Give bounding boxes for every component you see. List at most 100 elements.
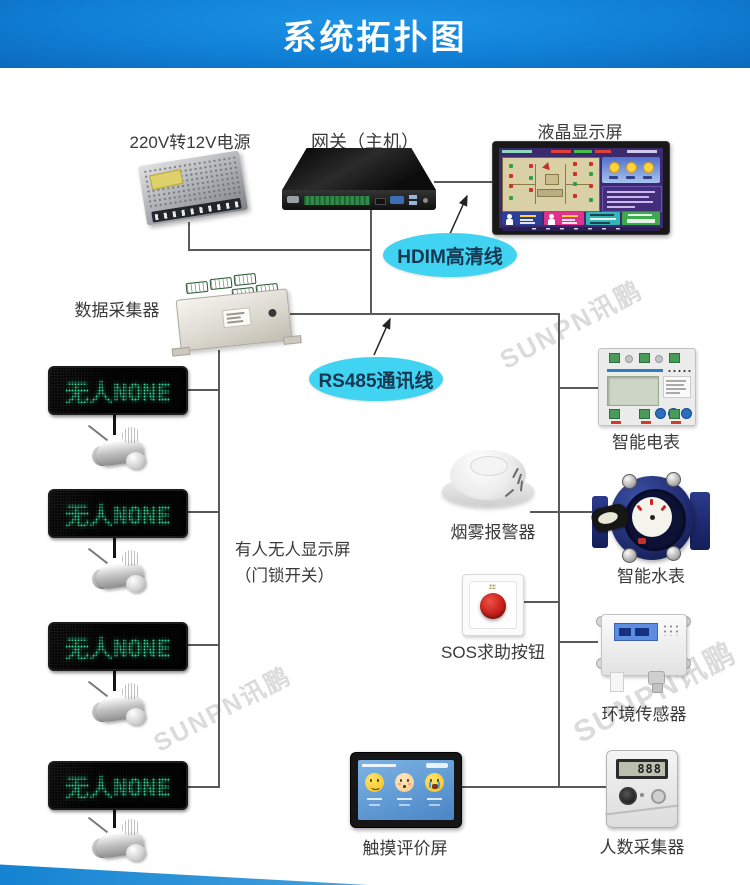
touch-screen-label: 触摸评价屏	[362, 839, 448, 858]
dashboard-stat	[551, 150, 571, 153]
water-meter-image	[589, 472, 710, 563]
smoke-alarm-label: 烟雾报警器	[450, 523, 536, 542]
hdmi-cable-badge: HDIM高清线	[383, 233, 517, 277]
neutral-face-icon	[395, 773, 414, 792]
lcd-dashboard	[499, 148, 663, 231]
rating-panel	[602, 157, 660, 183]
stall-busy-dots	[509, 174, 513, 178]
hdmi-cable-label: HDIM高清线	[397, 246, 503, 268]
occupancy-note-line1: 有人无人显示屏	[235, 541, 351, 559]
terminal-block	[209, 276, 233, 291]
counter-value: 888	[637, 762, 662, 776]
occupancy-led-panel: 无人NONE	[48, 489, 188, 538]
hdmi-port	[375, 198, 386, 205]
stall-free-dots	[509, 164, 513, 168]
sensor-lens-icon	[619, 787, 637, 805]
water-meter-label: 智能水表	[617, 567, 685, 586]
power-supply-image	[137, 150, 250, 228]
touch-screen-ui	[358, 760, 454, 820]
env-sensor-label: 环境传感器	[601, 705, 687, 724]
led-text: 无人NONE	[65, 502, 171, 530]
notice-panel	[602, 186, 662, 212]
room-block	[545, 174, 559, 185]
mount-flange	[283, 335, 302, 345]
vga-port	[390, 196, 404, 204]
occupancy-note-line2: （门锁开关）	[235, 566, 334, 585]
line-smoke-water	[530, 511, 594, 513]
collector-image	[170, 272, 302, 357]
hdmi-arrow	[448, 194, 468, 237]
counter-lcd: 888	[619, 762, 665, 776]
line-left-column	[218, 350, 220, 788]
power-supply-label: 220V转12V电源	[129, 133, 251, 152]
lock-stem	[113, 411, 116, 435]
door-lock-image	[84, 816, 156, 864]
counter-lcd-frame: 888	[616, 759, 668, 779]
led-text: 无人NONE	[65, 774, 171, 802]
line-to-led3	[182, 644, 220, 646]
crying-face-icon	[425, 773, 444, 792]
line-gateway-lcd	[434, 181, 492, 183]
collector-body	[171, 288, 302, 357]
occupancy-led-panel: 无人NONE	[48, 366, 188, 415]
terminal-block	[233, 272, 257, 287]
rs485-cable-label: RS485通讯线	[318, 370, 434, 392]
line-power-gateway	[188, 249, 372, 251]
dashboard-titlebar	[502, 150, 532, 153]
people-counter-image: 888	[605, 750, 679, 828]
sos-red-button	[480, 593, 506, 619]
dashboard-stat	[595, 150, 611, 153]
header-banner: 系统拓扑图	[0, 0, 750, 68]
door-lock-image	[84, 680, 156, 728]
rs485-arrow	[373, 317, 391, 356]
led-text: 无人NONE	[65, 379, 171, 407]
occupancy-led-panel: 无人NONE	[48, 761, 188, 810]
female-stat-panel	[544, 212, 584, 225]
line-to-led1	[182, 389, 220, 391]
gateway-top-face	[282, 148, 436, 190]
summary-panel	[586, 212, 620, 225]
dashboard-stat	[627, 150, 657, 153]
usb-port	[409, 195, 417, 199]
door-lock-image	[84, 424, 156, 472]
occupancy-note: 有人无人显示屏 （门锁开关）	[235, 538, 351, 589]
gateway-image	[282, 148, 436, 214]
env-lcd	[614, 623, 658, 641]
occupancy-led-panel: 无人NONE	[48, 622, 188, 671]
collector-label: 数据采集器	[74, 301, 160, 320]
male-stat-panel	[502, 212, 542, 225]
happy-face-icon	[365, 773, 384, 792]
gateway-front-panel	[282, 190, 436, 210]
line-to-led4	[182, 786, 220, 788]
touch-screen-image	[350, 752, 462, 828]
env-sensor-body	[601, 614, 687, 676]
lcd-label: 液晶显示屏	[537, 123, 623, 142]
meter-lcd	[607, 376, 659, 406]
sos-button-image	[462, 574, 524, 636]
lock-stem	[113, 667, 116, 691]
line-to-env	[558, 641, 598, 643]
terminal-strip	[304, 196, 370, 205]
power-supply-body	[137, 150, 249, 226]
line-to-sos	[521, 601, 560, 603]
floorplan-panel	[502, 157, 600, 212]
lock-stem	[113, 806, 116, 828]
line-to-led2	[182, 511, 220, 513]
total-panel	[622, 212, 660, 225]
lock-stem	[113, 534, 116, 558]
lcd-screen-image	[492, 141, 670, 235]
line-right-column	[558, 313, 560, 788]
sensor-lens-icon	[651, 789, 666, 804]
line-gateway-down	[370, 210, 372, 315]
alert-icon	[542, 160, 552, 171]
collector-sticker	[221, 307, 252, 329]
line-to-meter	[558, 387, 600, 389]
smart-meter-image	[598, 348, 696, 426]
page-title: 系统拓扑图	[282, 18, 468, 57]
rs485-cable-badge: RS485通讯线	[309, 357, 443, 401]
smart-meter-label: 智能电表	[612, 433, 680, 452]
power-button	[423, 198, 428, 203]
gateway-label: 网关（主机）	[311, 132, 419, 152]
